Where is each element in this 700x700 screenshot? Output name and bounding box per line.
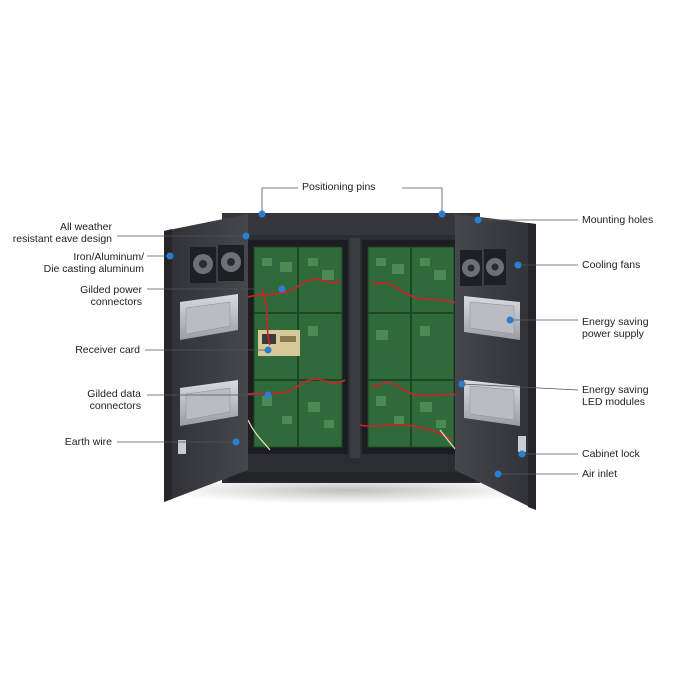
label-cabinet-lock: Cabinet lock [582,448,640,460]
wiring [239,278,463,441]
callout-markers [166,210,526,478]
left-cooling-fans [190,245,244,283]
label-receiver-card: Receiver card [75,344,140,356]
label-positioning-pins: Positioning pins [302,181,376,193]
right-door-lock [518,436,526,452]
label-air-inlet: Air inlet [582,468,618,480]
led-modules-right [367,246,455,448]
right-door [455,214,536,510]
label-earth-wire: Earth wire [64,436,112,448]
leader-lines [117,187,579,475]
right-cooling-fans [460,249,506,286]
label-material: Iron/Aluminum/Die casting aluminum [43,251,144,275]
left-door [164,214,248,502]
label-mounting-holes: Mounting holes [582,214,654,226]
label-cooling-fans: Cooling fans [582,259,641,271]
left-door-lock [178,440,186,454]
